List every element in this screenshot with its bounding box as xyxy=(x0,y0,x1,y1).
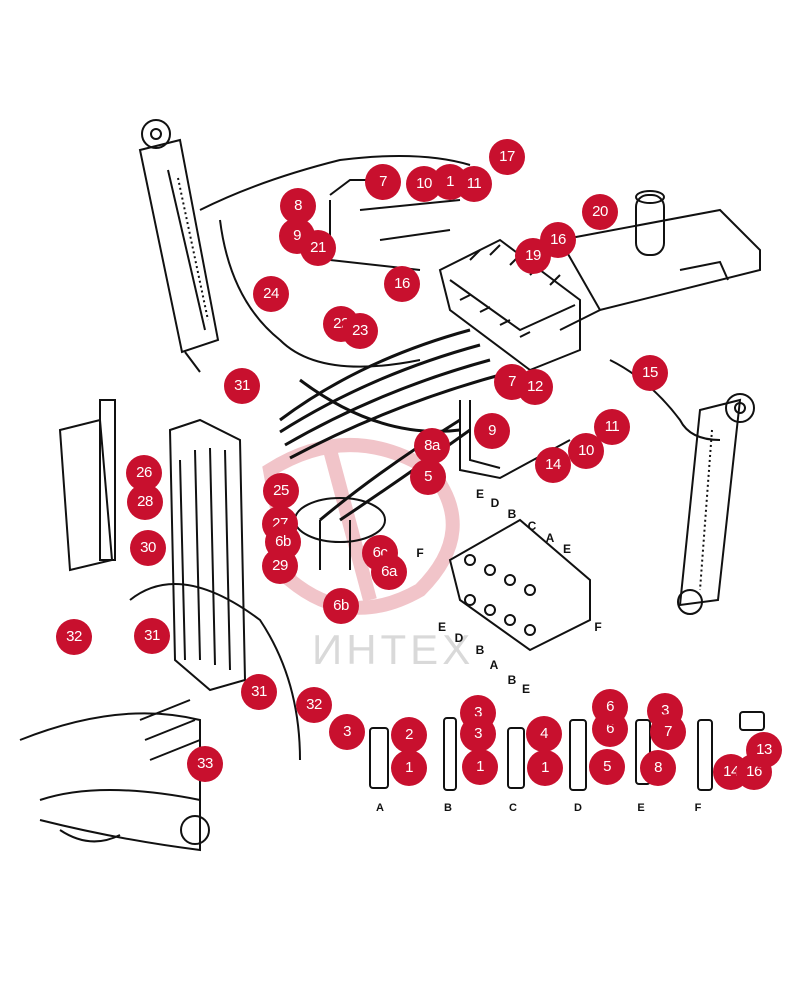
callout[interactable]: 25 xyxy=(263,473,299,509)
valve-letter: E xyxy=(437,620,447,634)
lower-valve-unit xyxy=(448,518,591,652)
valve-letter: C xyxy=(527,519,537,533)
callout[interactable]: 19 xyxy=(515,238,551,274)
column-label: E xyxy=(637,802,645,814)
right-cylinder xyxy=(677,393,755,615)
valve-letter: B xyxy=(507,673,517,687)
callout[interactable]: 1 xyxy=(391,750,427,786)
callout[interactable]: 21 xyxy=(300,230,336,266)
callout[interactable]: 5 xyxy=(589,749,625,785)
callout[interactable]: 31 xyxy=(224,368,260,404)
valve-letter: E xyxy=(475,487,485,501)
valve-letter: F xyxy=(416,546,424,560)
callout[interactable]: 5 xyxy=(410,459,446,495)
callout[interactable]: 1 xyxy=(527,750,563,786)
frame-rail xyxy=(558,190,761,331)
valve-letter: D xyxy=(454,631,464,645)
valve-letter: E xyxy=(562,542,572,556)
callout[interactable]: 3 xyxy=(460,716,496,752)
callout[interactable]: 23 xyxy=(342,313,378,349)
callout[interactable]: 31 xyxy=(134,618,170,654)
callout[interactable]: 17 xyxy=(489,139,525,175)
valve-letter: B xyxy=(507,507,517,521)
callout[interactable]: 6b xyxy=(323,588,359,624)
callout[interactable]: 4 xyxy=(526,716,562,752)
valve-letter: A xyxy=(489,658,499,672)
callout[interactable]: 11 xyxy=(456,166,492,202)
valve-letter: F xyxy=(594,620,602,634)
callout[interactable]: 29 xyxy=(262,548,298,584)
callout[interactable]: 6a xyxy=(371,554,407,590)
callout[interactable]: 16 xyxy=(384,266,420,302)
callout[interactable]: 14 xyxy=(535,447,571,483)
valve-letter: E xyxy=(521,682,531,696)
column-label: D xyxy=(574,802,582,814)
callout[interactable]: 30 xyxy=(130,530,166,566)
callout[interactable]: 7 xyxy=(365,164,401,200)
column-label: A xyxy=(376,802,384,814)
callout[interactable]: 1 xyxy=(462,749,498,785)
callout[interactable]: 8a xyxy=(414,428,450,464)
valve-letter: B xyxy=(475,643,485,657)
watermark-text: ИНТЕХ xyxy=(312,626,475,673)
callout[interactable]: 9 xyxy=(474,413,510,449)
callout[interactable]: 28 xyxy=(127,484,163,520)
column-label: B xyxy=(444,802,452,814)
valve-letter: D xyxy=(490,496,500,510)
callout[interactable]: 33 xyxy=(187,746,223,782)
callout[interactable]: 32 xyxy=(56,619,92,655)
callout[interactable]: 13 xyxy=(746,732,782,768)
callout[interactable]: 24 xyxy=(253,276,289,312)
callout[interactable]: 10 xyxy=(568,433,604,469)
callout[interactable]: 7 xyxy=(650,714,686,750)
left-cylinder xyxy=(138,119,220,373)
column-label: F xyxy=(694,802,702,814)
hose-bundle xyxy=(279,328,501,522)
callout[interactable]: 15 xyxy=(632,355,668,391)
callout[interactable]: 2 xyxy=(391,717,427,753)
fittings-rows xyxy=(369,711,765,791)
callout[interactable]: 12 xyxy=(517,369,553,405)
callout[interactable]: 8 xyxy=(640,750,676,786)
callout[interactable]: 20 xyxy=(582,194,618,230)
callout[interactable]: 6 xyxy=(592,689,628,725)
column-label: C xyxy=(509,802,517,814)
callout[interactable]: 32 xyxy=(296,687,332,723)
valve-letter: A xyxy=(545,531,555,545)
callout[interactable]: 31 xyxy=(241,674,277,710)
callout[interactable]: 3 xyxy=(329,714,365,750)
